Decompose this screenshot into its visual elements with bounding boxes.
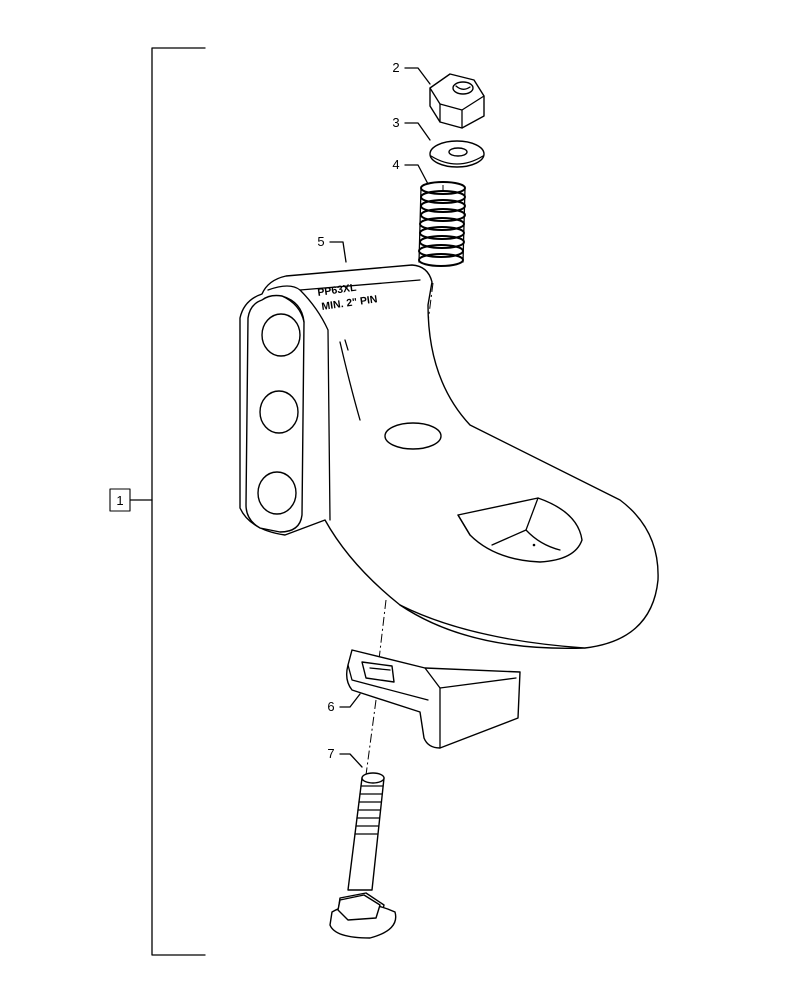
mounting-hole-top <box>261 313 301 357</box>
callout-hook-body: 5 <box>317 234 324 249</box>
hex-nut-part <box>429 73 485 129</box>
washer-part <box>429 140 485 168</box>
assembly-item-label: 1 <box>116 493 123 508</box>
spring-part <box>418 181 466 267</box>
callout-bolt: 7 <box>327 746 334 761</box>
callout-leaders <box>329 67 431 768</box>
embossing-line-1: PP63XL <box>317 282 358 299</box>
callout-spring: 4 <box>392 157 399 172</box>
callout-washer: 3 <box>392 115 399 130</box>
clamp-plate-part <box>345 649 521 749</box>
carriage-bolt-part <box>329 772 397 939</box>
callout-clamp-plate: 6 <box>327 699 334 714</box>
mounting-hole-bottom <box>257 471 297 515</box>
mounting-hole-middle <box>259 390 299 434</box>
callout-nut: 2 <box>392 60 399 75</box>
hook-body-part: PP63XL MIN. 2" PIN <box>239 264 659 650</box>
assembly-bracket: 1 <box>109 47 206 956</box>
